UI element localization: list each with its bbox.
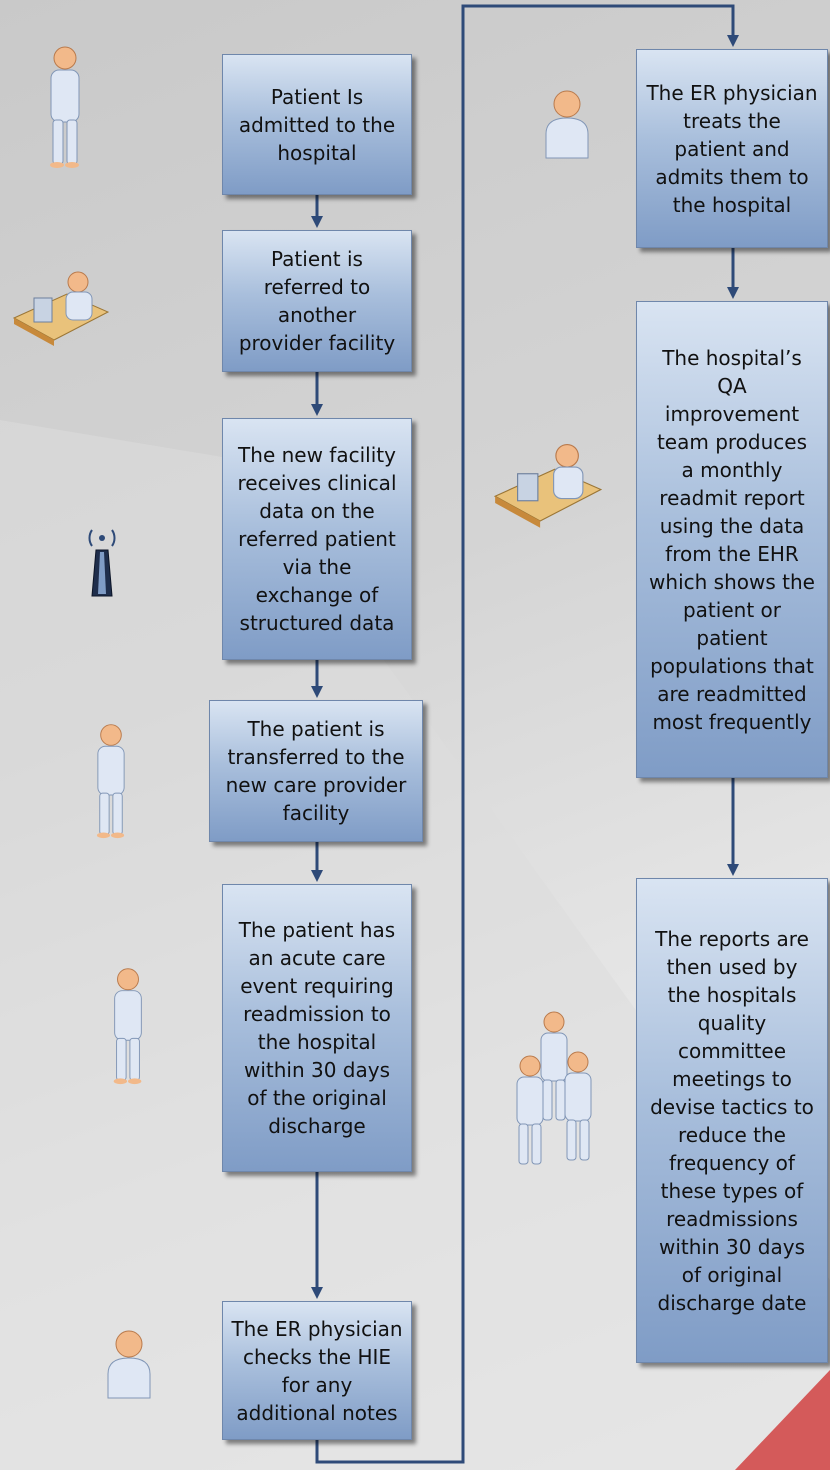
step-qa-readmit-report: The hospital’s QA improvement team produ… — [636, 301, 828, 778]
step-text: The hospital’s QA improvement team produ… — [649, 345, 815, 734]
wireless-router-icon — [88, 529, 116, 597]
group-of-people-icon — [516, 1011, 592, 1165]
step-patient-admitted: Patient Is admitted to the hospital — [222, 54, 412, 195]
standing-person-icon — [50, 46, 80, 168]
step-text: The reports are then used by the hospita… — [650, 926, 814, 1315]
standing-person-icon — [113, 968, 142, 1085]
arrow-er-to-treats — [315, 4, 739, 1464]
person-at-computer-desk-icon — [12, 271, 110, 346]
standing-person-icon — [96, 724, 125, 839]
step-facility-receives-data: The new facility receives clinical data … — [222, 418, 412, 660]
step-acute-care-event: The patient has an acute care event requ… — [222, 884, 412, 1172]
step-text: The new facility receives clinical data … — [237, 443, 397, 635]
person-bust-icon — [107, 1330, 151, 1399]
step-quality-committee: The reports are then used by the hospita… — [636, 878, 828, 1363]
step-patient-transferred: The patient is transferred to the new ca… — [209, 700, 423, 842]
corner-accent — [735, 1370, 830, 1470]
step-text: The patient is transferred to the new ca… — [225, 717, 407, 825]
step-text: The patient has an acute care event requ… — [238, 918, 396, 1138]
step-patient-referred: Patient is referred to another provider … — [222, 230, 412, 372]
person-at-computer-desk-icon — [493, 443, 603, 528]
step-text: Patient Is admitted to the hospital — [238, 84, 396, 165]
step-text: The ER physician checks the HIE for any … — [231, 1316, 403, 1425]
step-er-treats-admits: The ER physician treats the patient and … — [636, 49, 828, 248]
step-text: Patient is referred to another provider … — [238, 247, 396, 355]
step-text: The ER physician treats the patient and … — [646, 80, 818, 217]
step-er-checks-hie: The ER physician checks the HIE for any … — [222, 1301, 412, 1440]
person-bust-icon — [545, 90, 589, 159]
